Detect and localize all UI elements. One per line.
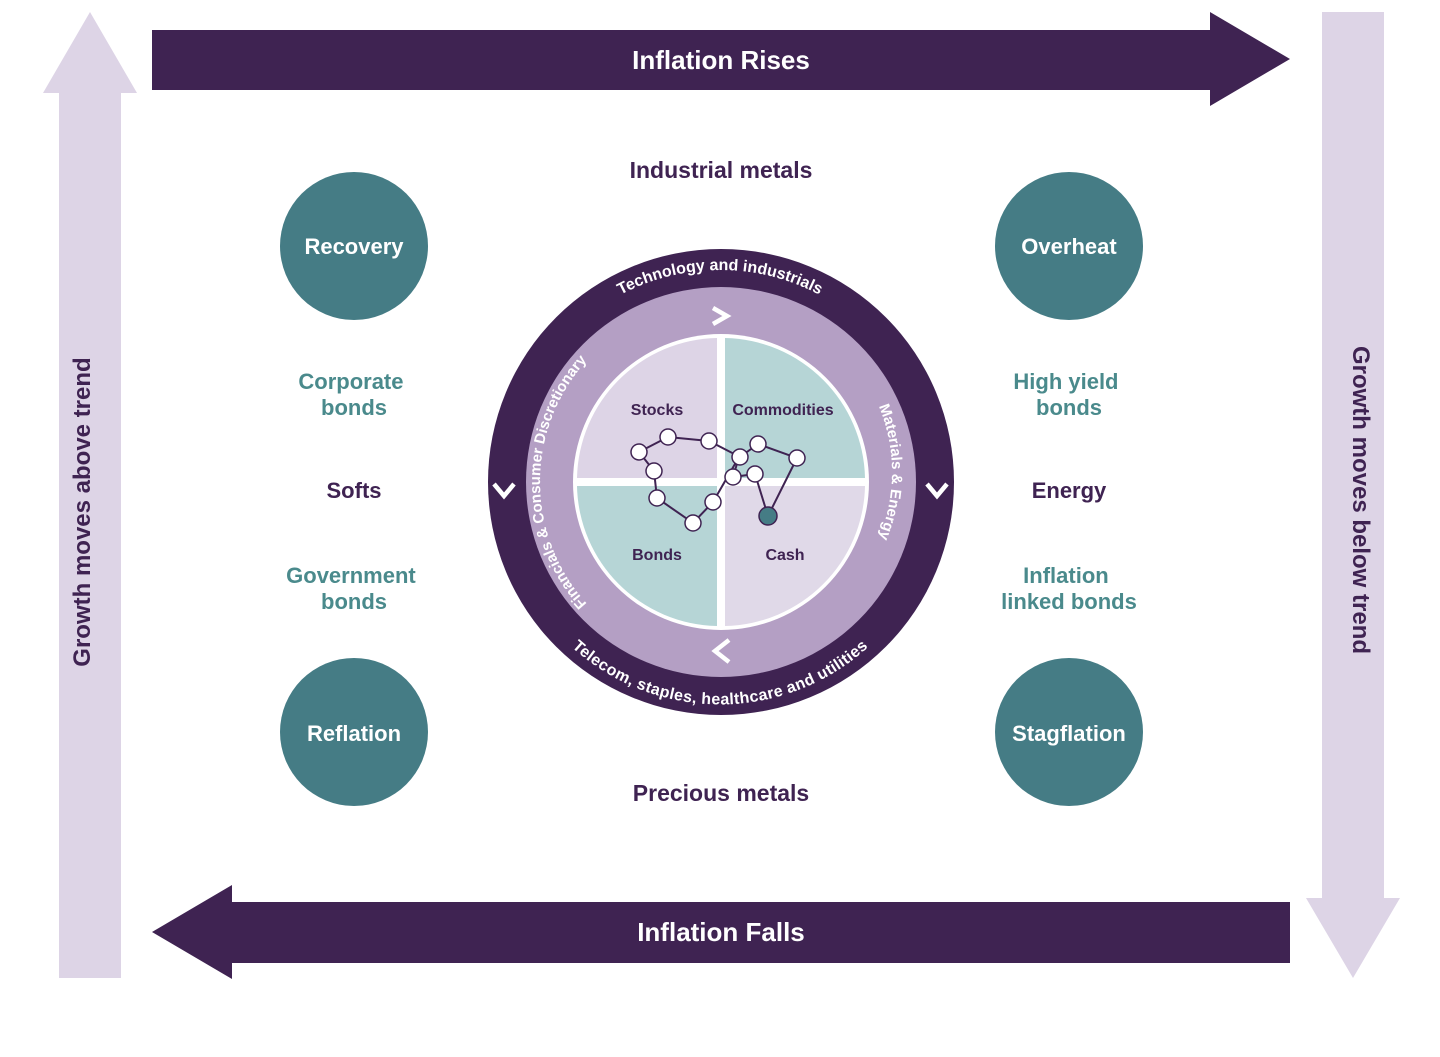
phase-recovery-label: Recovery	[304, 234, 404, 259]
chevron-down-icon	[492, 482, 516, 500]
asset-inflation-linked-bonds-line1: Inflation	[1023, 563, 1109, 588]
quadrant-bonds-label: Bonds	[632, 547, 682, 564]
asset-energy: Energy	[1032, 478, 1107, 503]
phase-overheat: Overheat	[995, 172, 1143, 320]
asset-high-yield-bonds-line2: bonds	[1036, 395, 1102, 420]
path-node	[645, 462, 663, 480]
phase-recovery: Recovery	[280, 172, 428, 320]
asset-inflation-linked-bonds: Inflation linked bonds	[1001, 563, 1137, 614]
quadrant-commodities-label: Commodities	[732, 402, 833, 419]
asset-precious-metals: Precious metals	[633, 780, 809, 806]
quadrant-stocks-label: Stocks	[631, 402, 684, 419]
chevron-down-icon	[925, 482, 949, 500]
phase-reflation-label: Reflation	[307, 721, 401, 746]
growth-below-trend-arrow	[1306, 12, 1400, 978]
path-node	[731, 448, 749, 466]
path-node	[659, 428, 677, 446]
path-node	[749, 435, 767, 453]
growth-below-trend-label: Growth moves below trend	[1347, 346, 1374, 654]
quadrant-stocks	[577, 338, 717, 478]
asset-corporate-bonds-line2: bonds	[321, 395, 387, 420]
asset-inflation-linked-bonds-line2: linked bonds	[1001, 589, 1137, 614]
quadrant-bonds	[577, 486, 717, 626]
asset-high-yield-bonds: High yield bonds	[1013, 369, 1124, 420]
phase-stagflation-label: Stagflation	[1012, 721, 1126, 746]
path-node	[724, 468, 742, 486]
phase-reflation: Reflation	[280, 658, 428, 806]
chevron-right-icon	[711, 306, 732, 326]
asset-corporate-bonds-line1: Corporate	[298, 369, 403, 394]
path-node	[704, 493, 722, 511]
path-node	[630, 443, 648, 461]
investment-clock: Stocks Commodities Bonds Cash Techn	[488, 249, 954, 715]
quadrant-cash-label: Cash	[765, 547, 804, 564]
current-position-marker	[758, 506, 778, 526]
chevron-left-icon	[711, 638, 731, 664]
asset-corporate-bonds: Corporate bonds	[298, 369, 409, 420]
inflation-falls-arrow	[152, 885, 1290, 979]
growth-above-trend-label: Growth moves above trend	[69, 357, 96, 666]
path-node	[648, 489, 666, 507]
path-node	[788, 449, 806, 467]
phase-stagflation: Stagflation	[995, 658, 1143, 806]
growth-above-trend-arrow	[43, 12, 137, 978]
path-node	[700, 432, 718, 450]
inflation-rises-arrow	[152, 12, 1290, 106]
path-node	[684, 514, 702, 532]
asset-industrial-metals: Industrial metals	[630, 157, 813, 183]
asset-government-bonds: Government bonds	[286, 563, 422, 614]
asset-government-bonds-line1: Government	[286, 563, 416, 588]
inflation-falls-label: Inflation Falls	[637, 917, 805, 947]
clock-path-nodes	[630, 428, 806, 532]
asset-government-bonds-line2: bonds	[321, 589, 387, 614]
asset-high-yield-bonds-line1: High yield	[1013, 369, 1118, 394]
quadrant-disc	[573, 334, 869, 630]
path-node	[746, 465, 764, 483]
asset-softs: Softs	[327, 478, 382, 503]
phase-overheat-label: Overheat	[1021, 234, 1117, 259]
inflation-rises-label: Inflation Rises	[632, 45, 810, 75]
